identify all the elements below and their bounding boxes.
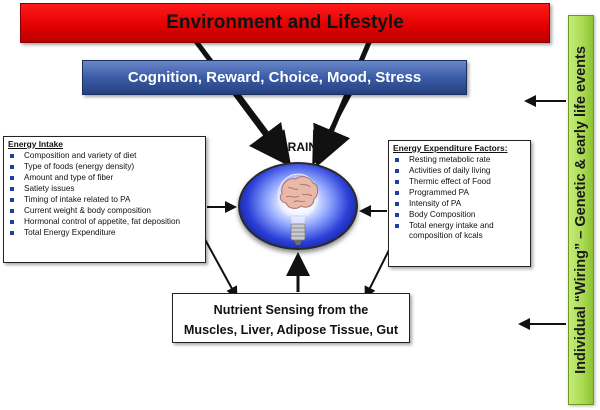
- energy-intake-box: Energy Intake Composition and variety of…: [3, 136, 206, 263]
- nutrient-sensing-line2: Muscles, Liver, Adipose Tissue, Gut: [183, 323, 399, 337]
- list-item: Current weight & body composition: [8, 206, 201, 216]
- list-item: Activities of daily living: [393, 166, 526, 176]
- list-item: Body Composition: [393, 210, 526, 220]
- list-item: Intensity of PA: [393, 199, 526, 209]
- cognition-label: Cognition, Reward, Choice, Mood, Stress: [127, 69, 422, 86]
- nutrient-sensing-line1: Nutrient Sensing from the: [213, 303, 369, 317]
- individual-wiring-bar: Individual “Wiring” – Genetic & early li…: [568, 15, 594, 405]
- list-item: Timing of intake related to PA: [8, 195, 201, 205]
- environment-lifestyle-label: Environment and Lifestyle: [166, 12, 404, 33]
- list-item: Satiety issues: [8, 184, 201, 194]
- environment-lifestyle-banner: Environment and Lifestyle: [20, 3, 550, 43]
- arrow-cognition-to-brain: [236, 92, 291, 165]
- list-item: Type of foods (energy density): [8, 162, 201, 172]
- energy-expenditure-list: Resting metabolic rate Activities of dai…: [393, 155, 526, 241]
- energy-intake-title: Energy Intake: [8, 139, 63, 149]
- energy-intake-list: Composition and variety of diet Type of …: [8, 151, 201, 238]
- list-item: Thermic effect of Food: [393, 177, 526, 187]
- list-item: Hormonal control of appetite, fat deposi…: [8, 217, 201, 227]
- energy-expenditure-box: Energy Expenditure Factors: Resting meta…: [388, 140, 531, 267]
- list-item: Total energy intake and composition of k…: [393, 221, 526, 241]
- cognition-banner: Cognition, Reward, Choice, Mood, Stress: [82, 60, 467, 95]
- brain-lightbulb-icon: [277, 173, 319, 245]
- list-item: Composition and variety of diet: [8, 151, 201, 161]
- nutrient-sensing-box: Nutrient Sensing from the Muscles, Liver…: [172, 293, 410, 343]
- list-item: Amount and type of fiber: [8, 173, 201, 183]
- list-item: Resting metabolic rate: [393, 155, 526, 165]
- list-item: Total Energy Expenditure: [8, 228, 201, 238]
- brain-label: BRAIN: [279, 140, 317, 154]
- list-item: Programmed PA: [393, 188, 526, 198]
- energy-expenditure-title: Energy Expenditure Factors:: [393, 143, 508, 153]
- arrow-cognition-right-to-brain: [312, 93, 352, 166]
- individual-wiring-label: Individual “Wiring” – Genetic & early li…: [573, 46, 589, 374]
